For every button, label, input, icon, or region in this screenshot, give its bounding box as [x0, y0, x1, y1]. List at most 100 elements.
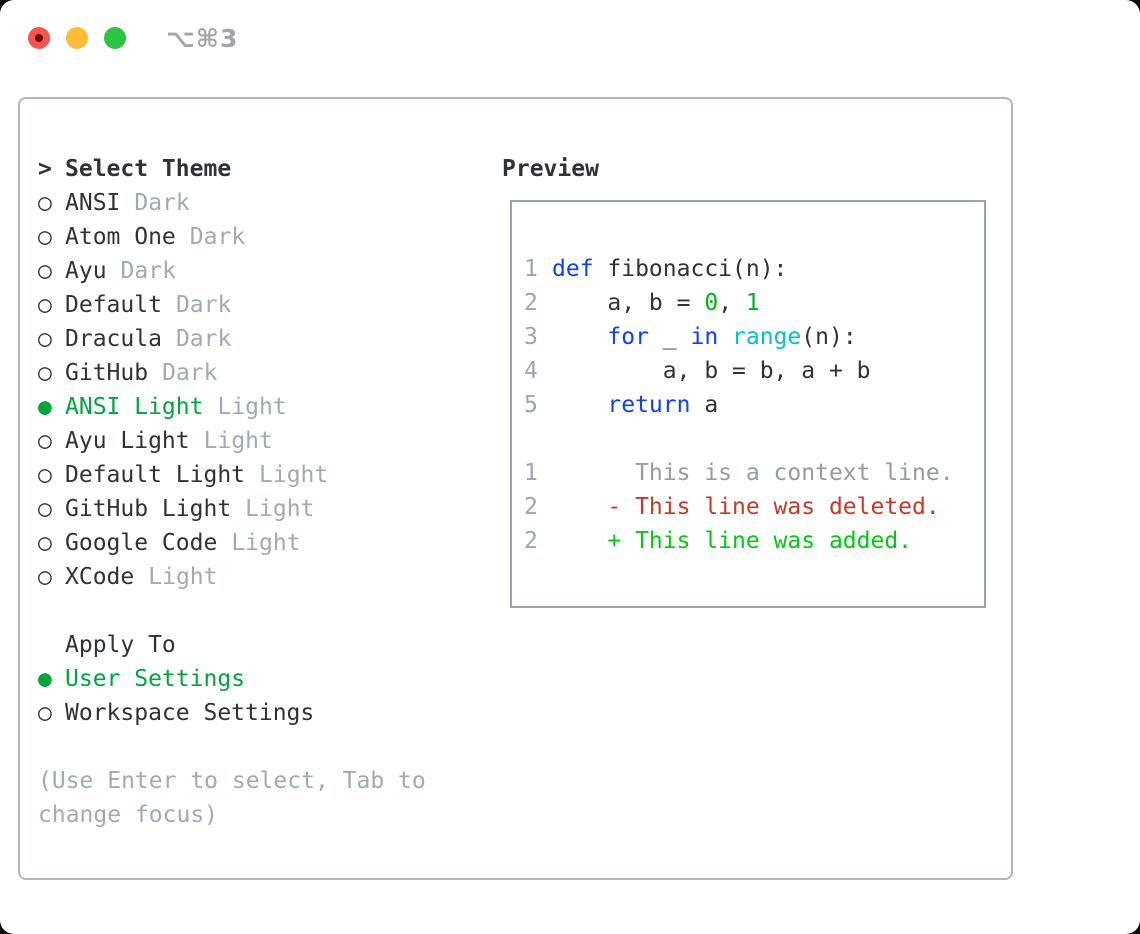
radio-unselected-icon: ○ — [38, 258, 52, 284]
close-button-icon[interactable] — [28, 27, 50, 49]
blank-line — [524, 422, 984, 456]
line-number: 1 — [524, 256, 538, 282]
minimize-button-icon[interactable] — [66, 27, 88, 49]
radio-unselected-icon: ○ — [38, 530, 52, 556]
theme-tag: Light — [245, 496, 315, 522]
theme-name: ANSI Light — [65, 394, 204, 420]
radio-selected-icon: ● — [38, 394, 52, 420]
theme-option-ayu-dark[interactable]: ○ Ayu Dark — [38, 254, 483, 288]
titlebar: ⌥⌘3 — [28, 23, 239, 53]
code-segment: (n): — [801, 324, 857, 350]
theme-name: GitHub Light — [65, 496, 232, 522]
code-segment: , — [718, 290, 746, 316]
line-number: 5 — [524, 392, 538, 418]
theme-tag: Light — [203, 428, 273, 454]
line-number: 2 — [524, 290, 538, 316]
radio-unselected-icon: ○ — [38, 224, 52, 250]
code-segment — [552, 388, 607, 422]
theme-option-github-dark[interactable]: ○ GitHub Dark — [38, 356, 483, 390]
theme-tag: Light — [231, 530, 301, 556]
apply-option-label: Workspace Settings — [65, 700, 315, 726]
diff-text: + This line was added. — [552, 528, 913, 554]
theme-option-dracula-dark[interactable]: ○ Dracula Dark — [38, 322, 483, 356]
line-number: 1 — [524, 460, 538, 486]
radio-unselected-icon: ○ — [38, 428, 52, 454]
theme-name: Google Code — [65, 530, 218, 556]
theme-tag: Dark — [175, 292, 232, 318]
theme-tag: Dark — [175, 326, 232, 352]
radio-unselected-icon: ○ — [38, 360, 52, 386]
theme-name: Dracula — [65, 326, 162, 352]
theme-name: Default — [65, 292, 162, 318]
theme-option-ansi-light[interactable]: ● ANSI Light Light — [38, 390, 483, 424]
code-segment — [552, 320, 607, 354]
hint-line-2: change focus) — [38, 802, 219, 828]
theme-name: Ayu Light — [65, 428, 190, 454]
theme-option-google-code-light[interactable]: ○ Google Code Light — [38, 526, 483, 560]
select-theme-title: Select Theme — [65, 156, 232, 182]
theme-name: GitHub — [65, 360, 149, 386]
select-theme-header: > Select Theme — [38, 152, 483, 186]
spacer — [38, 628, 65, 662]
theme-name: Default Light — [65, 462, 246, 488]
theme-tag: Light — [148, 564, 218, 590]
radio-unselected-icon: ○ — [38, 292, 52, 318]
apply-option-user-settings[interactable]: ● User Settings — [38, 662, 483, 696]
theme-option-ayu-light[interactable]: ○ Ayu Light Light — [38, 424, 483, 458]
diff-text: This is a context line. — [552, 460, 954, 486]
code-segment: 0 — [704, 290, 719, 316]
code-segment: a, b = — [552, 290, 705, 316]
hint-line-1: (Use Enter to select, Tab to — [38, 768, 426, 794]
theme-name: XCode — [65, 564, 135, 590]
theme-option-github-light[interactable]: ○ GitHub Light Light — [38, 492, 483, 526]
code-segment: _ — [648, 324, 691, 350]
radio-unselected-icon: ○ — [38, 496, 52, 522]
diff-added-line: 2 + This line was added. — [524, 524, 984, 558]
theme-option-default-dark[interactable]: ○ Default Dark — [38, 288, 483, 322]
theme-tag: Dark — [134, 190, 190, 216]
radio-unselected-icon: ○ — [38, 700, 52, 726]
code-segment — [718, 320, 732, 354]
theme-tag: Dark — [120, 258, 176, 284]
theme-tag: Light — [217, 394, 287, 420]
code-segment: fibonacci(n): — [593, 256, 788, 282]
line-number: 3 — [524, 324, 538, 350]
code-segment: return — [607, 392, 691, 418]
diff-deleted-line: 2 - This line was deleted. — [524, 490, 984, 524]
code-line: 5 return a — [524, 388, 984, 422]
theme-tag: Dark — [162, 360, 218, 386]
preview-pane: 1 def fibonacci(n): 2 a, b = 0, 1 3 for _… — [510, 200, 986, 608]
zoom-button-icon[interactable] — [104, 27, 126, 49]
code-segment: a, b = b, a + b — [552, 358, 871, 384]
theme-name: Atom One — [65, 224, 176, 250]
line-number: 2 — [524, 528, 538, 554]
code-segment: range — [732, 324, 802, 350]
code-segment: for — [607, 324, 649, 350]
window-title: ⌥⌘3 — [166, 23, 239, 53]
code-segment: def — [552, 256, 594, 282]
code-line: 3 for _ in range(n): — [524, 320, 984, 354]
theme-name: Ayu — [65, 258, 107, 284]
theme-name: ANSI — [65, 190, 121, 216]
theme-tag: Light — [259, 462, 329, 488]
code-segment: a — [690, 392, 719, 418]
code-segment: in — [690, 324, 719, 350]
line-number: 2 — [524, 494, 538, 520]
radio-selected-icon: ● — [38, 666, 52, 692]
apply-to-title: Apply To — [65, 632, 176, 658]
code-line: 2 a, b = 0, 1 — [524, 286, 984, 320]
prompt-caret-icon: > — [38, 156, 52, 182]
apply-option-label: User Settings — [65, 666, 246, 692]
line-number: 4 — [524, 358, 538, 384]
radio-unselected-icon: ○ — [38, 326, 52, 352]
apply-to-header: Apply To — [38, 628, 483, 662]
diff-context-line: 1 This is a context line. — [524, 456, 984, 490]
apply-option-workspace-settings[interactable]: ○ Workspace Settings — [38, 696, 483, 730]
code-line: 4 a, b = b, a + b — [524, 354, 984, 388]
